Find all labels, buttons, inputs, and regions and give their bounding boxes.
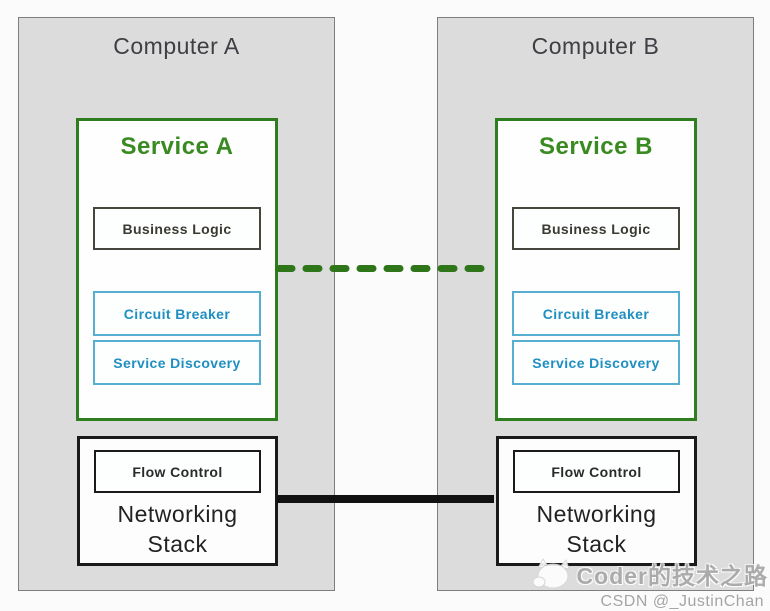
network-link-solid-line: [277, 495, 494, 503]
watermark-brand-text: Coder的技术之路: [576, 563, 768, 589]
service-discovery-box-a: Service Discovery: [93, 340, 261, 385]
business-logic-label-a: Business Logic: [122, 220, 232, 237]
networking-stack-label-b-line1: Networking: [536, 501, 657, 527]
service-a-box: Service A Business Logic Circuit Breaker…: [76, 118, 278, 421]
circuit-breaker-box-b: Circuit Breaker: [512, 291, 680, 336]
flow-control-box-b: Flow Control: [513, 450, 680, 493]
watermark-logo-icon: [532, 558, 570, 589]
watermark: Coder的技术之路 CSDN @_JustinChan: [528, 556, 768, 611]
service-discovery-box-b: Service Discovery: [512, 340, 680, 385]
business-logic-box-a: Business Logic: [93, 207, 261, 250]
service-b-title: Service B: [539, 133, 653, 160]
watermark-handle-text: CSDN @_JustinChan: [600, 593, 764, 610]
service-b-box: Service B Business Logic Circuit Breaker…: [495, 118, 697, 421]
computer-a-title: Computer A: [113, 33, 240, 59]
networking-stack-label-a-line2: Stack: [147, 531, 208, 557]
business-logic-box-b: Business Logic: [512, 207, 680, 250]
networking-stack-box-b: Flow Control Networking Stack: [496, 436, 697, 566]
circuit-breaker-box-a: Circuit Breaker: [93, 291, 261, 336]
computer-b-box: Computer B Service B Business Logic Circ…: [437, 17, 754, 591]
networking-stack-box-a: Flow Control Networking Stack: [77, 436, 278, 566]
networking-stack-label-a: Networking Stack: [80, 499, 275, 559]
networking-stack-label-b: Networking Stack: [499, 499, 694, 559]
networking-stack-label-a-line1: Networking: [117, 501, 238, 527]
business-logic-label-b: Business Logic: [541, 220, 651, 237]
service-discovery-label-b: Service Discovery: [532, 354, 660, 371]
computer-b-title: Computer B: [531, 33, 660, 59]
service-discovery-label-a: Service Discovery: [113, 354, 241, 371]
service-a-title: Service A: [120, 133, 234, 160]
circuit-breaker-label-b: Circuit Breaker: [542, 305, 650, 322]
service-link-dashed-line: [275, 265, 495, 272]
computer-a-box: Computer A Service A Business Logic Circ…: [18, 17, 335, 591]
flow-control-label-b: Flow Control: [551, 463, 642, 480]
watermark-brand-row: Coder的技术之路: [528, 556, 768, 592]
flow-control-label-a: Flow Control: [132, 463, 223, 480]
networking-stack-label-b-line2: Stack: [566, 531, 627, 557]
flow-control-box-a: Flow Control: [94, 450, 261, 493]
circuit-breaker-label-a: Circuit Breaker: [123, 305, 231, 322]
